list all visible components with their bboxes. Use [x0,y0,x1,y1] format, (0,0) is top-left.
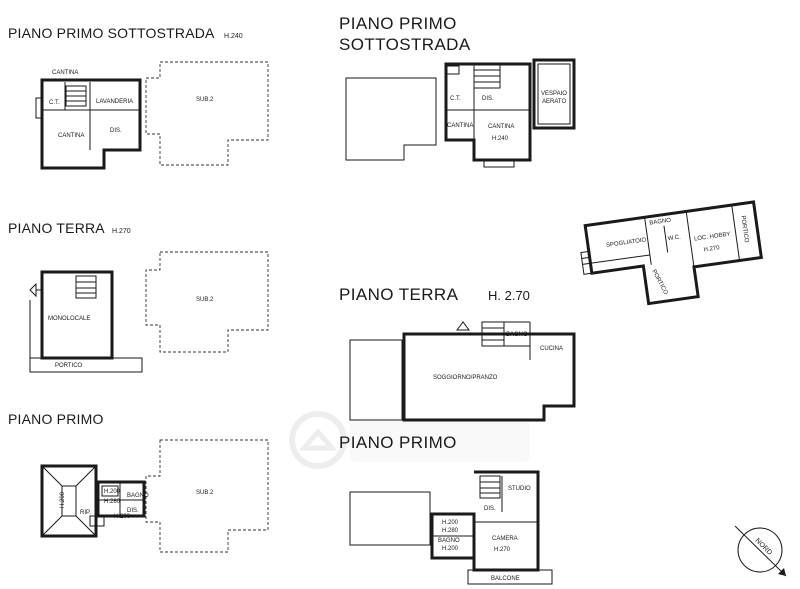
annex-loc-hobby: LOC. HOBBY [694,232,731,243]
right-sottostrada-vespaio-2: AERATO [542,99,566,105]
right-primo-h270: H.270 [494,547,511,553]
left-sottostrada-title: PIANO PRIMO SOTTOSTRADA [8,25,215,41]
right-sottostrada-vespaio-1: VESPAIO [541,91,567,97]
right-sottostrada-dis: DIS. [482,96,494,102]
watermark-logo [289,411,530,469]
left-terra-title: PIANO TERRA [8,220,105,236]
right-sottostrada-title-2: SOTTOSTRADA [339,35,471,54]
annex-portico-bottom: PORTICO [650,269,668,296]
right-terra-cucina: CUCINA [540,346,563,352]
left-terra-section: PIANO TERRA H.270 SUB.2 MONOLOCALE PORTI… [8,220,269,373]
right-sottostrada-title-1: PIANO PRIMO [339,14,457,33]
annex-wc: W.C. [667,234,681,242]
left-sottostrada-cantina-top: CANTINA [52,70,78,76]
annex-bagno: BAGNO [649,218,672,227]
north-arrow: NORD [734,525,787,577]
left-terra-portico: PORTICO [55,363,83,369]
right-terra-bagno: BAGNO [506,332,528,338]
left-sottostrada-height: H.240 [224,33,243,40]
right-sottostrada-cantina: CANTINA [488,124,514,130]
left-terra-sub: SUB.2 [196,297,214,303]
right-terra-soggiorno: SOGGIORNO/PRANZO [433,375,498,381]
left-primo-section: PIANO PRIMO SUB.2 H.200 H.200 H.280 H.20… [8,411,269,553]
left-primo-h200c: H.200 [104,489,121,495]
right-primo-h200a: H.200 [442,520,459,526]
right-terra-section: PIANO TERRA H. 2.70 BAGNO CUCINA SOGGIOR… [339,285,576,422]
annex-spogliatoio: SPOGLIATOIO [606,237,647,249]
left-primo-dis: DIS. [127,508,139,514]
left-primo-h200b: H.200 [114,514,131,520]
right-primo-dis: DIS. [484,506,496,512]
left-primo-title: PIANO PRIMO [8,411,104,427]
left-sottostrada-sub: SUB.2 [196,97,214,103]
left-terra-monolocale: MONOLOCALE [48,316,90,322]
right-sottostrada-h240: H.240 [492,136,509,142]
annex-portico-top: PORTICO [739,215,749,243]
left-terra-height: H.270 [112,228,131,235]
right-primo-title: PIANO PRIMO [339,433,457,452]
right-primo-studio: STUDIO [508,486,531,492]
left-primo-h280: H.280 [104,499,121,505]
right-sottostrada-cantina-small: CANTINA [447,123,473,129]
right-primo-section: PIANO PRIMO STUDIO DIS. H.200 H.280 BAGN… [339,433,553,585]
right-primo-camera: CAMERA [492,536,518,542]
right-primo-h200b: H.200 [442,546,459,552]
left-primo-bagno: BAGNO [127,493,149,499]
left-primo-sub: SUB.2 [196,490,214,496]
right-terra-height: H. 2.70 [488,288,530,303]
right-annex-section: BAGNO SPOGLIATOIO W.C. LOC. HOBBY H.270 … [580,200,764,306]
right-terra-title: PIANO TERRA [339,285,459,304]
left-sottostrada-ct: C.T. [49,100,60,106]
left-sottostrada-dis: DIS. [110,128,122,134]
right-primo-balcone: BALCONE [491,576,520,582]
right-sottostrada-section: PIANO PRIMO SOTTOSTRADA C.T. DIS. VESPAI… [339,14,576,168]
left-primo-h200a: H.200 [60,491,66,508]
left-sottostrada-section: PIANO PRIMO SOTTOSTRADA H.240 SUB.2 CANT… [8,25,269,170]
right-primo-bagno: BAGNO [438,538,460,544]
right-primo-h280: H.280 [442,528,459,534]
annex-h270: H.270 [703,245,720,253]
left-primo-rip: RIP. [80,510,91,516]
right-sottostrada-ct: C.T. [450,96,461,102]
left-sottostrada-lavanderia: LAVANDERIA [96,99,133,105]
left-sottostrada-cantina: CANTINA [58,133,84,139]
